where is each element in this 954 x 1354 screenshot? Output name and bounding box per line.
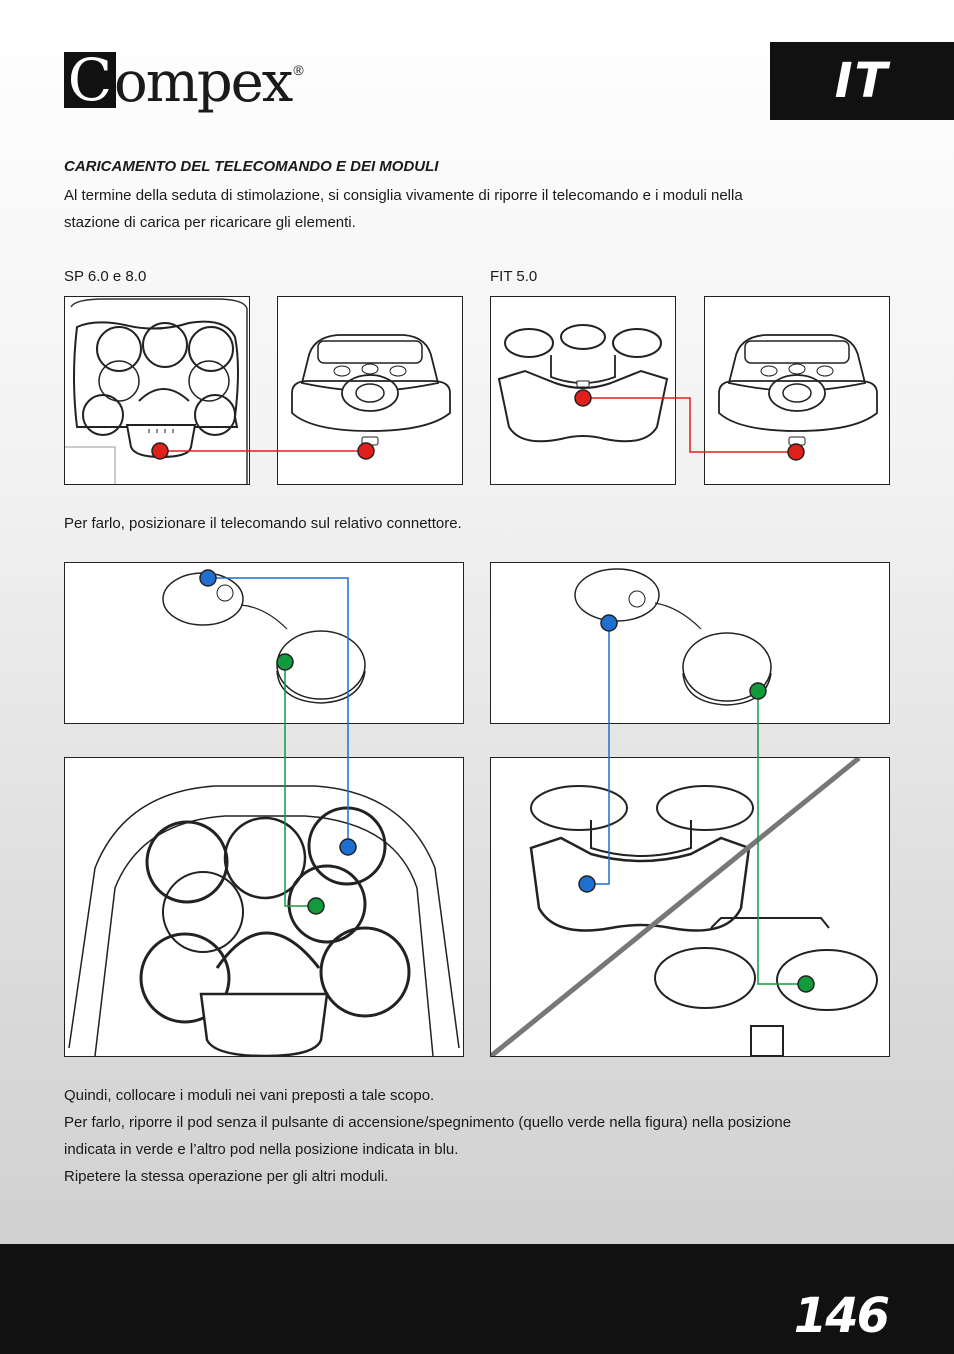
blue-marker (600, 614, 618, 632)
green-marker (797, 975, 815, 993)
sp-station-closeup-image (64, 757, 464, 1058)
compex-logo: C ompex ® (64, 48, 304, 115)
blue-marker (339, 838, 357, 856)
red-connector-fit (583, 397, 796, 453)
footer-bar (0, 1244, 954, 1354)
red-marker (574, 389, 592, 407)
modules-image-left (64, 562, 464, 724)
logo-wordmark: ompex (114, 50, 293, 115)
section-title: CARICAMENTO DEL TELECOMANDO E DEI MODULI (64, 158, 439, 175)
closing-line-2: Per farlo, riporre il pod senza il pulsa… (64, 1114, 792, 1131)
closing-line-3: indicata in verde e l’altro pod nella po… (64, 1141, 459, 1158)
fit-station-closeup-image (490, 757, 890, 1057)
remote-instruction: Per farlo, posizionare il telecomando su… (64, 515, 462, 532)
language-tab: IT (770, 42, 954, 120)
closing-line-1: Quindi, collocare i moduli nei vani prep… (64, 1087, 435, 1104)
blue-marker (199, 569, 217, 587)
blue-marker (578, 875, 596, 893)
green-marker (749, 682, 767, 700)
logo-mark: C (64, 51, 116, 109)
closing-line-4: Ripetere la stessa operazione per gli al… (64, 1168, 389, 1185)
page-number: 146 (793, 1288, 890, 1344)
blue-connector-right (587, 623, 610, 885)
blue-connector-left (208, 577, 349, 847)
intro-paragraph: Al termine della seduta di stimolazione,… (64, 182, 894, 236)
green-marker (276, 653, 294, 671)
sp-remote-image (277, 296, 463, 485)
modules-image-right (490, 562, 890, 724)
green-connector-right (757, 691, 806, 985)
intro-line-2: stazione di carica per ricaricare gli el… (64, 214, 356, 231)
red-marker (357, 442, 375, 460)
registered-mark: ® (293, 62, 304, 78)
closing-paragraph: Quindi, collocare i moduli nei vani prep… (64, 1082, 894, 1190)
label-fit-model: FIT 5.0 (490, 268, 538, 285)
green-connector-left (284, 662, 316, 907)
intro-line-1: Al termine della seduta di stimolazione,… (64, 187, 743, 204)
red-marker (787, 443, 805, 461)
red-marker (151, 442, 169, 460)
green-marker (307, 897, 325, 915)
label-sp-models: SP 6.0 e 8.0 (64, 268, 147, 285)
